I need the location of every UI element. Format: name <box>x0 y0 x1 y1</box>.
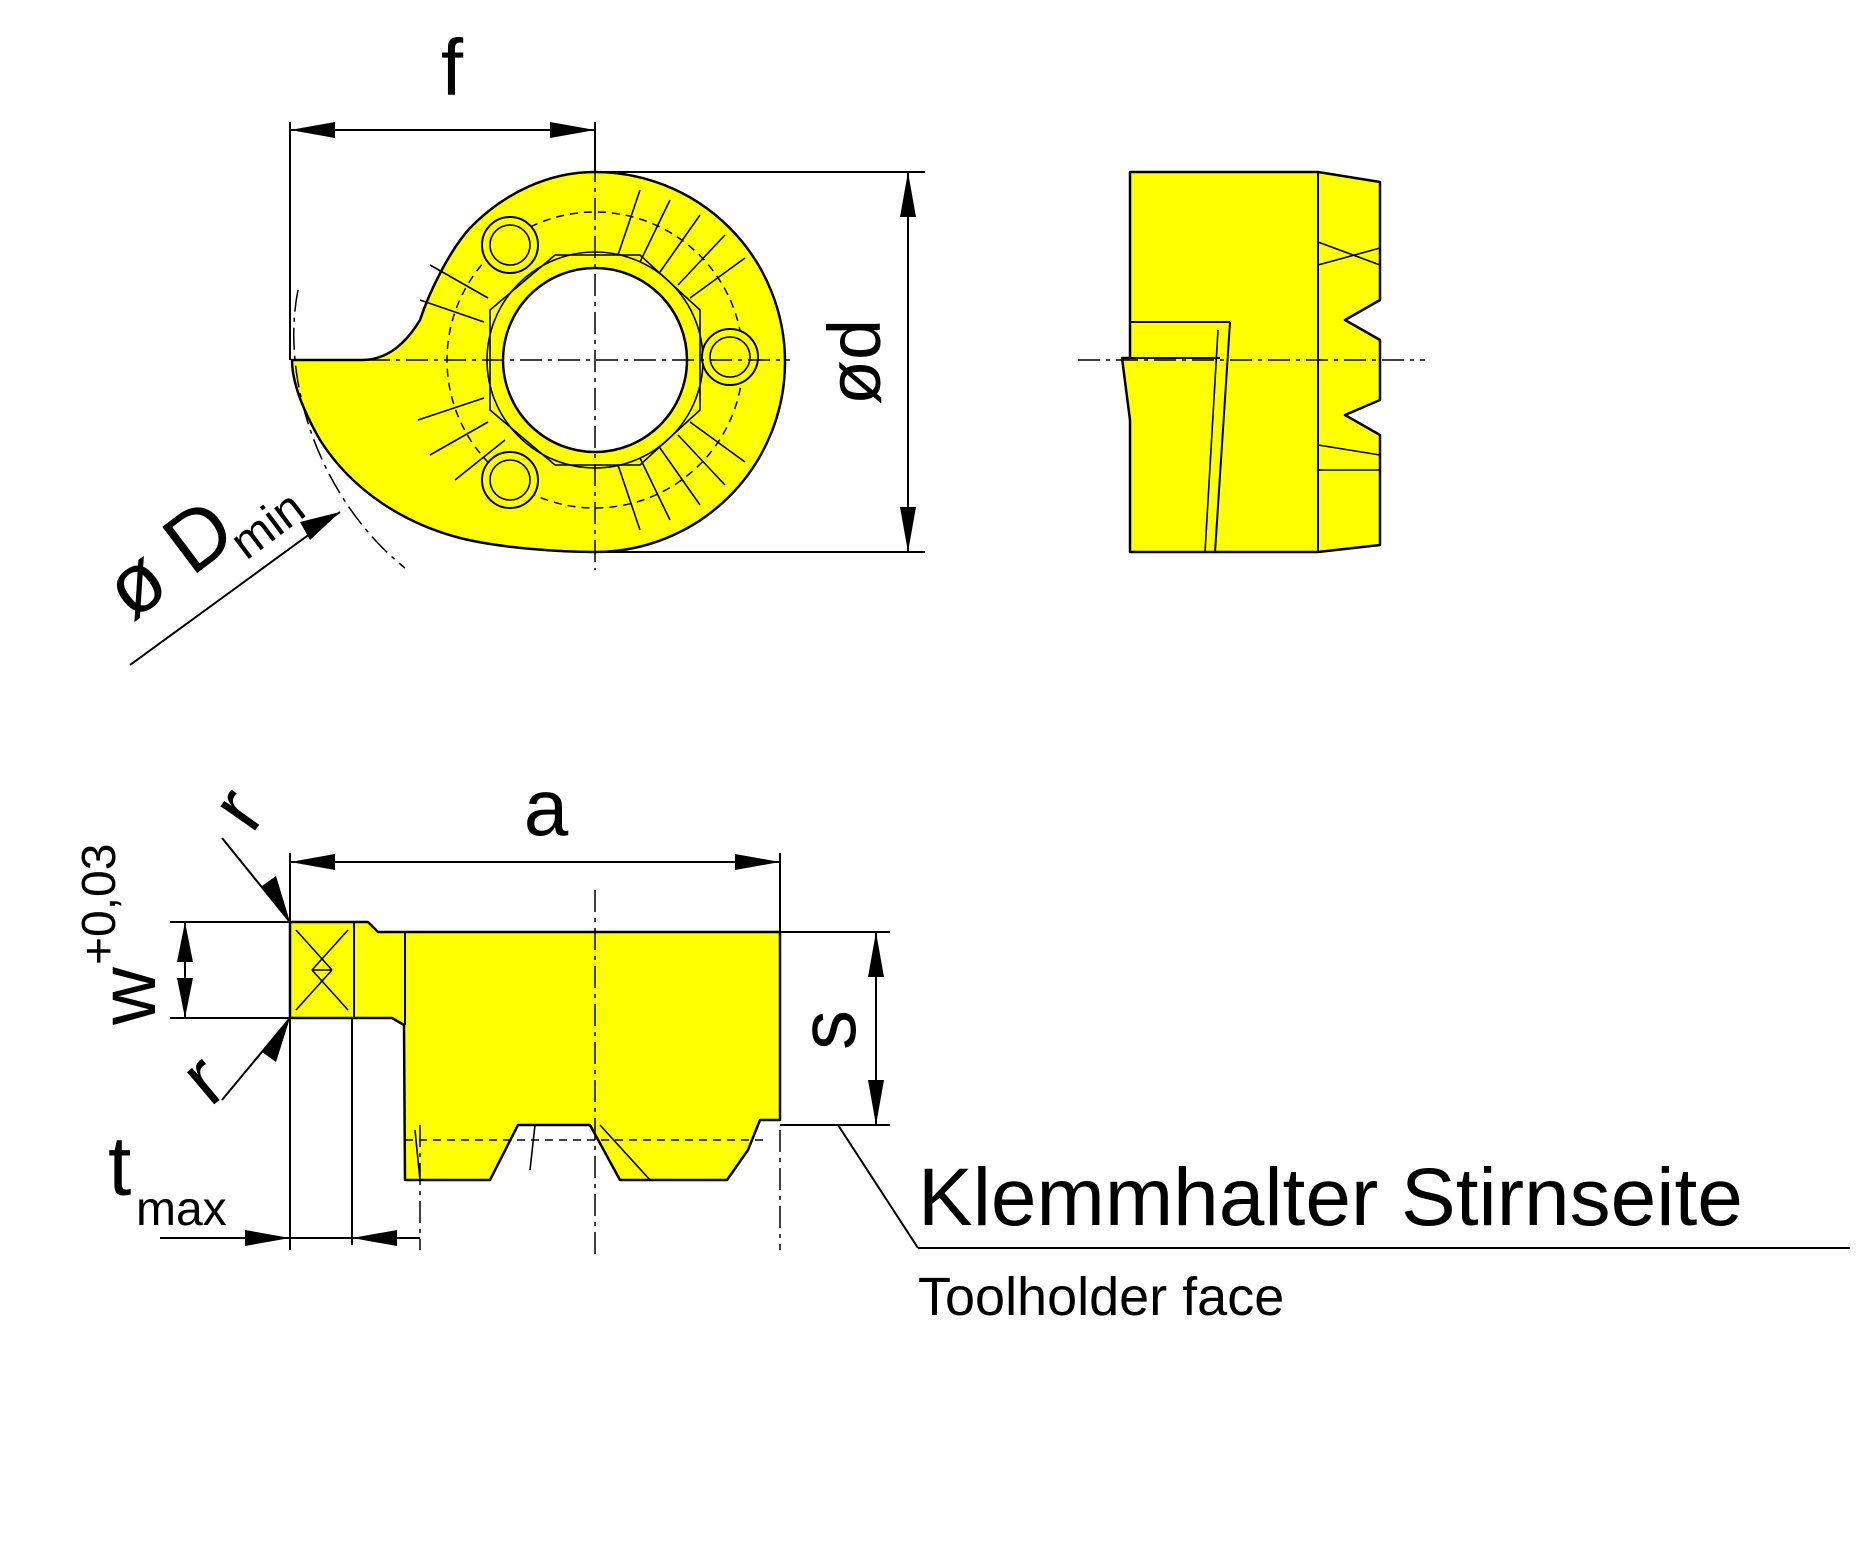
radial-ribs <box>417 189 746 531</box>
dim-w <box>170 921 290 1019</box>
label-dmin: ø D <box>86 480 251 637</box>
dmin-arc <box>293 289 406 569</box>
dim-a <box>289 853 781 932</box>
label-a: a <box>524 763 569 852</box>
screw-holes <box>481 216 759 509</box>
dim-d <box>595 171 925 553</box>
label-r-bottom: r <box>164 1036 242 1121</box>
label-toolholder-face-en: Toolholder face <box>918 1267 1284 1327</box>
dim-f <box>289 122 596 360</box>
dim-r-top <box>221 837 291 923</box>
label-w-tolerance: +0,03 <box>73 844 126 965</box>
label-r-top: r <box>193 772 281 845</box>
insert-head <box>288 920 782 1182</box>
insert-side-body <box>1120 170 1382 554</box>
front-view: f ød ø D min <box>86 23 925 666</box>
bottom-view: a s w +0,03 r <box>73 763 1850 1327</box>
label-d: ød <box>813 319 896 405</box>
side-view <box>1078 170 1425 554</box>
label-w: w <box>83 967 172 1026</box>
toolholder-face-leader <box>780 1124 1850 1249</box>
dim-tmax <box>160 1018 420 1250</box>
label-toolholder-face-de: Klemmhalter Stirnseite <box>918 1152 1743 1243</box>
label-s: s <box>783 1010 872 1050</box>
label-t: t <box>108 1119 131 1213</box>
dim-s <box>780 931 890 1126</box>
label-t-subscript: max <box>136 1183 227 1236</box>
bore-chamfer <box>489 254 701 466</box>
dim-r-bottom <box>221 1017 291 1101</box>
dim-dmin <box>129 511 341 666</box>
label-f: f <box>441 23 464 112</box>
